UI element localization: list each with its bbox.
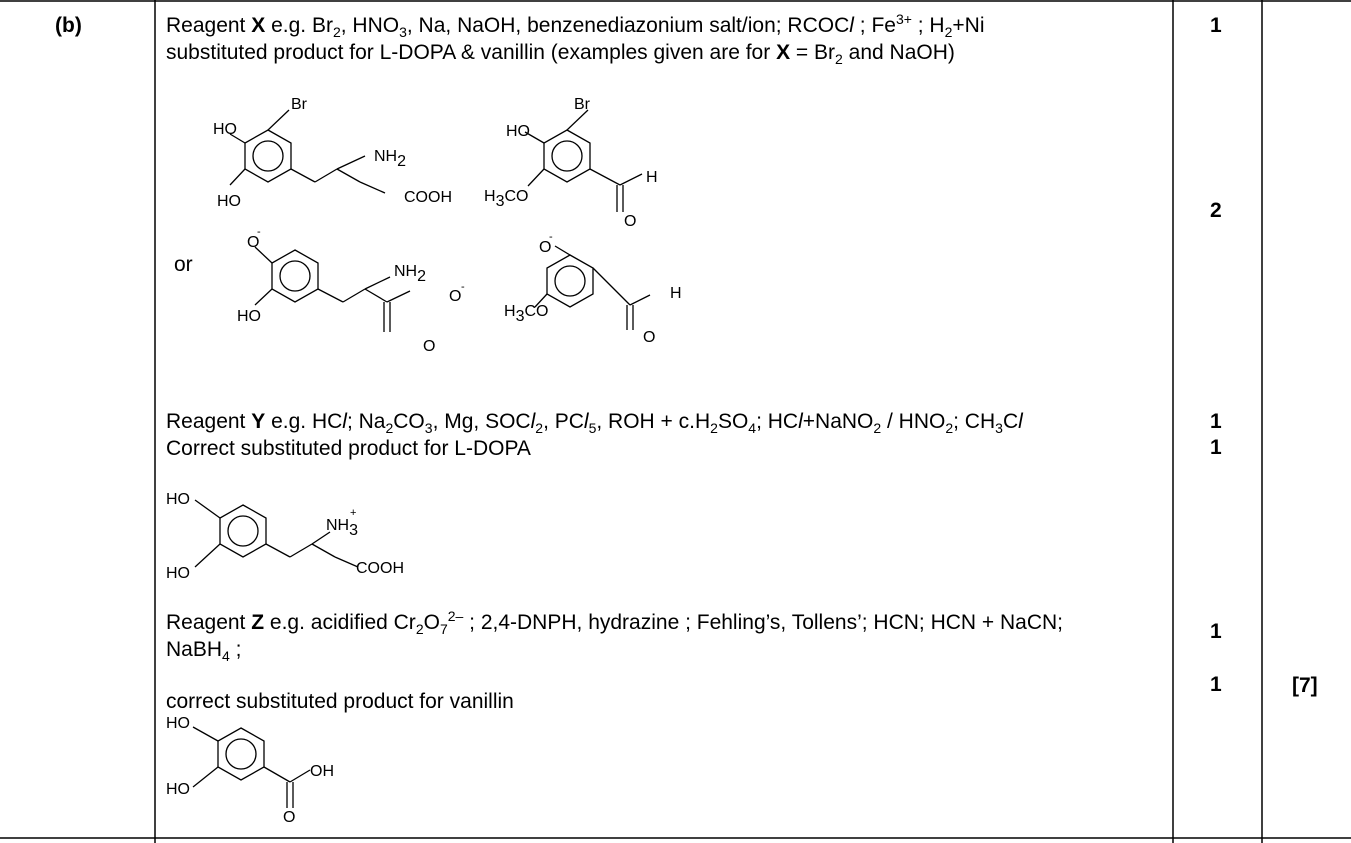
svg-text:HO: HO: [166, 781, 190, 798]
reagent-z-product-line: correct substituted product for vanillin: [166, 690, 514, 713]
svg-text:HO: HO: [237, 308, 261, 325]
svg-text:NH2: NH2: [394, 263, 426, 285]
svg-text:HO: HO: [213, 121, 237, 138]
svg-text:O: O: [539, 239, 551, 256]
svg-text:H: H: [670, 285, 682, 302]
svg-text:H3CO: H3CO: [484, 188, 528, 210]
svg-text:OH: OH: [310, 763, 334, 780]
svg-text:HO: HO: [166, 491, 190, 508]
mark-y-product: 1: [1210, 436, 1222, 459]
bromo-vanillin-structure: Br HO H3CO H O: [484, 96, 658, 230]
mark-x-product: 2: [1210, 199, 1222, 222]
svg-text:O: O: [624, 213, 636, 230]
vanillin-anion-structure: O - H3CO H O: [504, 231, 682, 346]
mark-x-reagent: 1: [1210, 14, 1222, 37]
svg-text:O: O: [423, 338, 435, 355]
svg-text:COOH: COOH: [404, 189, 452, 206]
ldopa-anion-structure: O - HO NH2 O - O: [237, 226, 465, 355]
svg-text:Br: Br: [291, 96, 308, 113]
mark-y-reagent: 1: [1210, 410, 1222, 433]
svg-text:HO: HO: [166, 565, 190, 582]
bromo-ldopa-structure: Br HO HO NH2 COOH: [213, 96, 452, 210]
mark-z-product: 1: [1210, 673, 1222, 696]
part-label: (b): [55, 14, 82, 37]
svg-text:O: O: [643, 329, 655, 346]
svg-text:Br: Br: [574, 96, 591, 113]
svg-text:O: O: [247, 234, 259, 251]
svg-text:HO: HO: [166, 715, 190, 732]
svg-text:H: H: [646, 169, 658, 186]
svg-text:NH2: NH2: [374, 148, 406, 170]
mark-z-reagent: 1: [1210, 620, 1222, 643]
reagent-z-line-2: NaBH4 ;: [166, 638, 242, 665]
svg-text:O: O: [449, 288, 461, 305]
or-label: or: [174, 253, 193, 276]
svg-text:NH3: NH3: [326, 517, 358, 539]
protonated-ldopa-structure: HO HO NH3 + COOH: [166, 491, 404, 582]
svg-text:H3CO: H3CO: [504, 303, 548, 325]
svg-text:-: -: [461, 281, 465, 293]
reagent-x-line: Reagent X e.g. Br2, HNO3, Na, NaOH, benz…: [166, 11, 985, 41]
svg-text:-: -: [257, 226, 261, 238]
svg-text:HO: HO: [217, 193, 241, 210]
svg-text:COOH: COOH: [356, 560, 404, 577]
reagent-z-line: Reagent Z e.g. acidified Cr2O72– ; 2,4-D…: [166, 608, 1064, 638]
svg-text:O: O: [283, 809, 295, 826]
reagent-x-product-line: substituted product for L-DOPA & vanilli…: [166, 41, 955, 68]
dihydroxybenzoic-acid-structure: HO HO OH O: [166, 715, 334, 826]
svg-text:-: -: [549, 231, 553, 243]
total-marks: [7]: [1292, 674, 1318, 697]
svg-text:HO: HO: [506, 123, 530, 140]
svg-text:+: +: [350, 507, 356, 519]
reagent-y-product-line: Correct substituted product for L-DOPA: [166, 437, 531, 460]
reagent-y-line: Reagent Y e.g. HCl; Na2CO3, Mg, SOCl2, P…: [166, 410, 1023, 437]
